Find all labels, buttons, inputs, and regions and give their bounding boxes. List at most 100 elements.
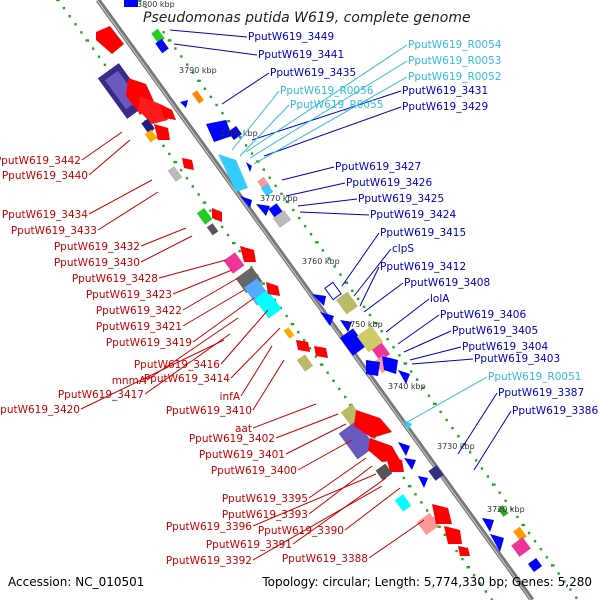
gene-label: PputW619_3406 [440, 309, 526, 321]
gene-arrow [96, 26, 124, 54]
gc-dot [232, 241, 236, 245]
label-connector [245, 44, 408, 153]
gene-label: PputW619_3391 [206, 539, 292, 551]
gene-arrow [212, 208, 222, 222]
label-connector [353, 248, 392, 297]
gene-arrow [368, 438, 400, 462]
gc-dot [380, 330, 383, 333]
label-connector [220, 309, 269, 365]
gene-label: infA [220, 391, 241, 403]
label-connector [172, 269, 233, 295]
gene-block [394, 494, 412, 512]
gc-dot [80, 31, 83, 34]
gene-label: PputW619_3427 [335, 161, 421, 173]
gc-dot [478, 582, 482, 585]
label-connector [231, 90, 280, 151]
gc-dot [484, 590, 487, 593]
gene-block [235, 266, 263, 294]
gc-dot [357, 297, 360, 300]
gc-dot [466, 566, 471, 569]
gc-dot [226, 120, 231, 123]
label-connector [473, 410, 512, 471]
gene-label: PputW619_3403 [474, 353, 560, 365]
gene-arrow [366, 360, 380, 376]
gc-dot [92, 47, 95, 50]
gc-dot [426, 509, 429, 512]
label-connector [363, 282, 404, 313]
gc-dot [410, 370, 413, 373]
gene-label: PputW619_3433 [11, 225, 97, 237]
label-connector [80, 339, 225, 410]
gc-dot [392, 346, 395, 349]
gc-dot [285, 200, 290, 204]
gene-block [372, 342, 390, 362]
gc-dot [445, 418, 448, 422]
label-connector [308, 465, 373, 515]
gc-dot [533, 540, 537, 543]
gc-dot [362, 305, 366, 309]
gene-arrow [296, 340, 310, 352]
gc-dot [303, 225, 307, 228]
label-connector [457, 392, 498, 455]
gc-dot [239, 136, 242, 139]
gene-label: PputW619_3402 [189, 433, 275, 445]
gc-dot [167, 39, 172, 42]
gene-block [336, 291, 358, 315]
gc-dot [298, 216, 301, 220]
gc-dot [68, 15, 71, 18]
gene-arrow [432, 504, 452, 524]
gene-label: PputW619_3408 [404, 277, 490, 289]
gene-label: PputW619_3424 [370, 209, 456, 221]
gene-label: PputW619_3387 [498, 387, 584, 399]
gc-dot [62, 6, 66, 10]
gc-dot [575, 596, 578, 599]
gc-dot [504, 499, 507, 502]
gc-dot [238, 250, 241, 253]
gene-arrow [418, 476, 428, 488]
gene-block [375, 463, 393, 481]
gene-label: PputW619_3432 [54, 241, 140, 253]
gene-block [141, 118, 155, 134]
gc-dot [303, 339, 306, 342]
gene-block [356, 325, 384, 353]
label-connector [285, 423, 347, 455]
gene-arrow [240, 246, 256, 262]
rna-gene-labels: PputW619_R0054PputW619_R0053PputW619_R00… [280, 39, 581, 383]
gene-label: PputW619_R0055 [290, 99, 383, 111]
gene-label: PputW619_3425 [358, 193, 444, 205]
gene-block [228, 126, 242, 140]
gc-dot [221, 111, 224, 115]
gene-arrow [320, 312, 334, 326]
gc-dot [173, 160, 177, 164]
label-connector [173, 43, 258, 56]
gc-dot [250, 152, 254, 155]
gene-label: PputW619_3442 [0, 155, 81, 167]
kbp-tick-label: 3750 kbp [345, 320, 383, 329]
label-connector [308, 457, 367, 499]
gene-label: PputW619_3395 [222, 493, 308, 505]
gene-label: PputW619_3416 [134, 359, 220, 371]
gc-dot [326, 371, 329, 374]
gc-dot [480, 467, 484, 470]
gene-block [206, 223, 219, 236]
label-connector [281, 166, 335, 181]
gc-dot [439, 410, 442, 414]
gene-arrow [180, 100, 188, 108]
gc-dot [492, 483, 496, 486]
gc-dot [327, 257, 330, 260]
gene-label: PputW619_3431 [402, 85, 488, 97]
gene-label: PputW619_3392 [166, 555, 252, 567]
gene-block [155, 38, 169, 54]
gc-dot [516, 515, 519, 519]
gene-label: PputW619_3404 [462, 341, 548, 353]
label-connector [263, 106, 402, 157]
gene-label: PputW619_R0056 [280, 85, 374, 97]
gc-dot [457, 435, 460, 438]
gc-dot [398, 354, 401, 357]
label-connector [140, 227, 187, 247]
gene-arrow [240, 196, 252, 208]
label-connector [285, 182, 346, 197]
gc-dot [103, 63, 107, 66]
label-connector [341, 232, 380, 287]
